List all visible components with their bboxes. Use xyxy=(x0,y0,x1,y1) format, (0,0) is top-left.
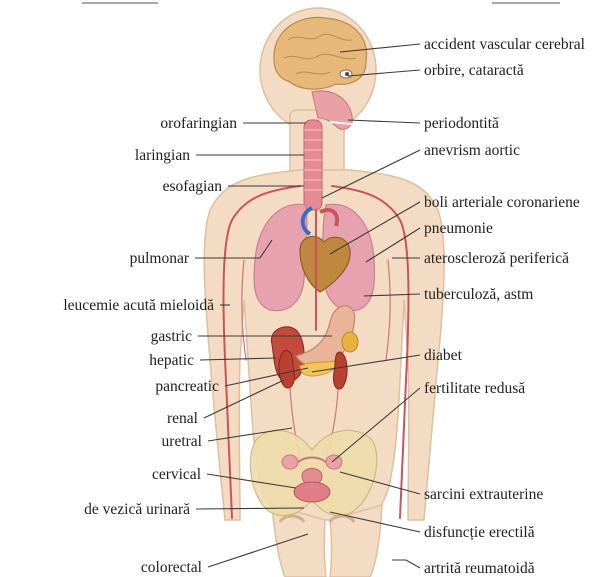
label-hepatic: hepatic xyxy=(149,352,194,369)
label-laringian: laringian xyxy=(135,147,190,164)
brain xyxy=(274,17,367,89)
label-disfunctie-erectila: disfuncție erectilă xyxy=(424,524,535,541)
label-periodontita: periodontită xyxy=(424,115,499,132)
label-pneumonie: pneumonie xyxy=(424,220,493,237)
label-renal: renal xyxy=(167,410,198,427)
bladder xyxy=(294,482,330,502)
label-esofagian: esofagian xyxy=(163,178,223,195)
label-fertilitate-redusa: fertilitate redusă xyxy=(424,380,525,397)
label-orbire-cataracta: orbire, cataractă xyxy=(424,62,524,79)
label-gastric: gastric xyxy=(151,328,192,345)
right-labels: accident vascular cerebral orbire, catar… xyxy=(424,36,585,577)
label-vezica-urinara: de vezică urinară xyxy=(84,501,190,518)
label-ateroscleroza-periferica: ateroscleroză periferică xyxy=(424,250,569,267)
label-sarcini-extrauterine: sarcini extrauterine xyxy=(424,486,543,503)
label-tuberculoza-astm: tuberculoză, astm xyxy=(424,286,533,303)
trachea-esophagus xyxy=(304,120,322,210)
label-pulmonar: pulmonar xyxy=(130,250,190,267)
label-orofaringian: orofaringian xyxy=(160,115,237,132)
eye xyxy=(340,70,352,78)
label-pancreatic: pancreatic xyxy=(155,378,219,395)
label-artrita-reumatoida: artrită reumatoidă xyxy=(424,560,535,577)
label-cervical: cervical xyxy=(152,466,201,483)
label-diabet: diabet xyxy=(424,347,463,364)
label-boli-arteriale-coronariene: boli arteriale coronariene xyxy=(424,194,580,211)
label-uretral: uretral xyxy=(162,433,202,450)
label-anevrism-aortic: anevrism aortic xyxy=(424,142,520,159)
label-colorectal: colorectal xyxy=(141,559,202,576)
label-accident-vascular-cerebral: accident vascular cerebral xyxy=(424,36,585,53)
label-leucemie-acuta-mieloida: leucemie acută mieloidă xyxy=(63,297,214,314)
